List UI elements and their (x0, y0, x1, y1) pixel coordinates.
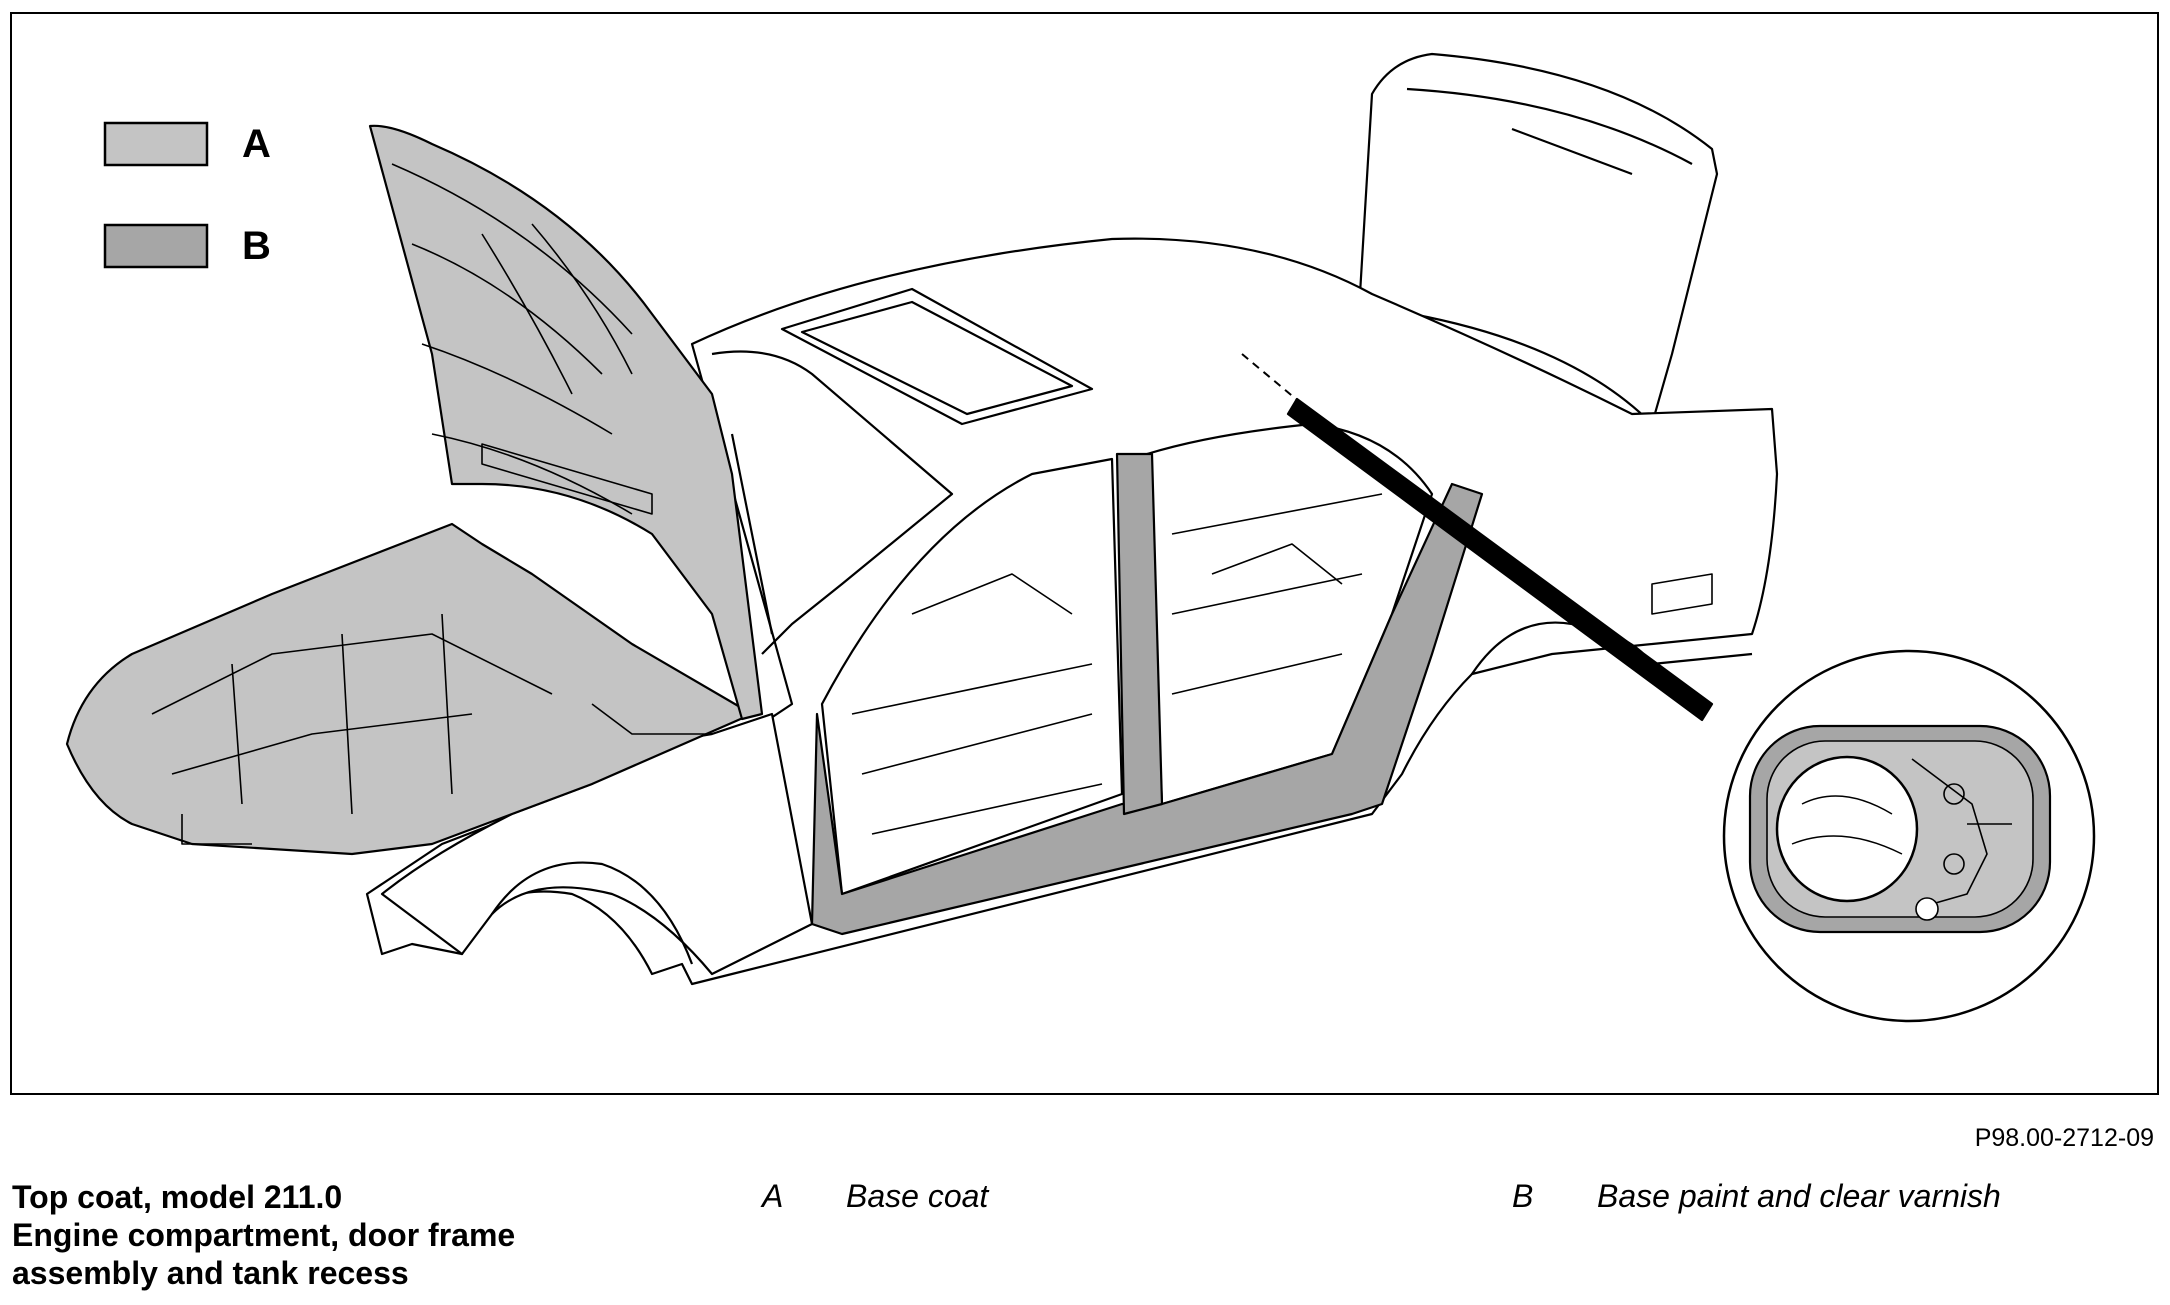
figure-id: P98.00-2712-09 (1974, 1124, 2154, 1152)
caption: Top coat, model 211.0 Engine compartment… (12, 1178, 632, 1292)
hood (368, 124, 764, 721)
legend-label-b: B (242, 224, 271, 268)
front-door-opening (820, 457, 1124, 896)
figure-frame: A B (10, 12, 2159, 1095)
key-letter-a: A (762, 1178, 784, 1214)
legend-swatch-a (103, 121, 209, 167)
key-text-b: Base paint and clear varnish (1597, 1178, 2001, 1214)
key-letter-b: B (1512, 1178, 1534, 1214)
sunroof (780, 287, 1094, 426)
detail-pointer (1286, 397, 1714, 722)
car-body-illustration (65, 52, 2096, 1023)
filler-neck (1775, 755, 1919, 903)
legend-label-a: A (242, 122, 271, 166)
b-pillar (1115, 452, 1164, 816)
legend-swatch-b (103, 223, 209, 269)
trunk-lid (1358, 52, 1719, 426)
caption-line: Engine compartment, door frame (12, 1217, 516, 1253)
key-text-a: Base coat (846, 1178, 989, 1214)
caption-line: Top coat, model 211.0 (12, 1179, 343, 1215)
caption-line: assembly and tank recess (12, 1255, 409, 1291)
